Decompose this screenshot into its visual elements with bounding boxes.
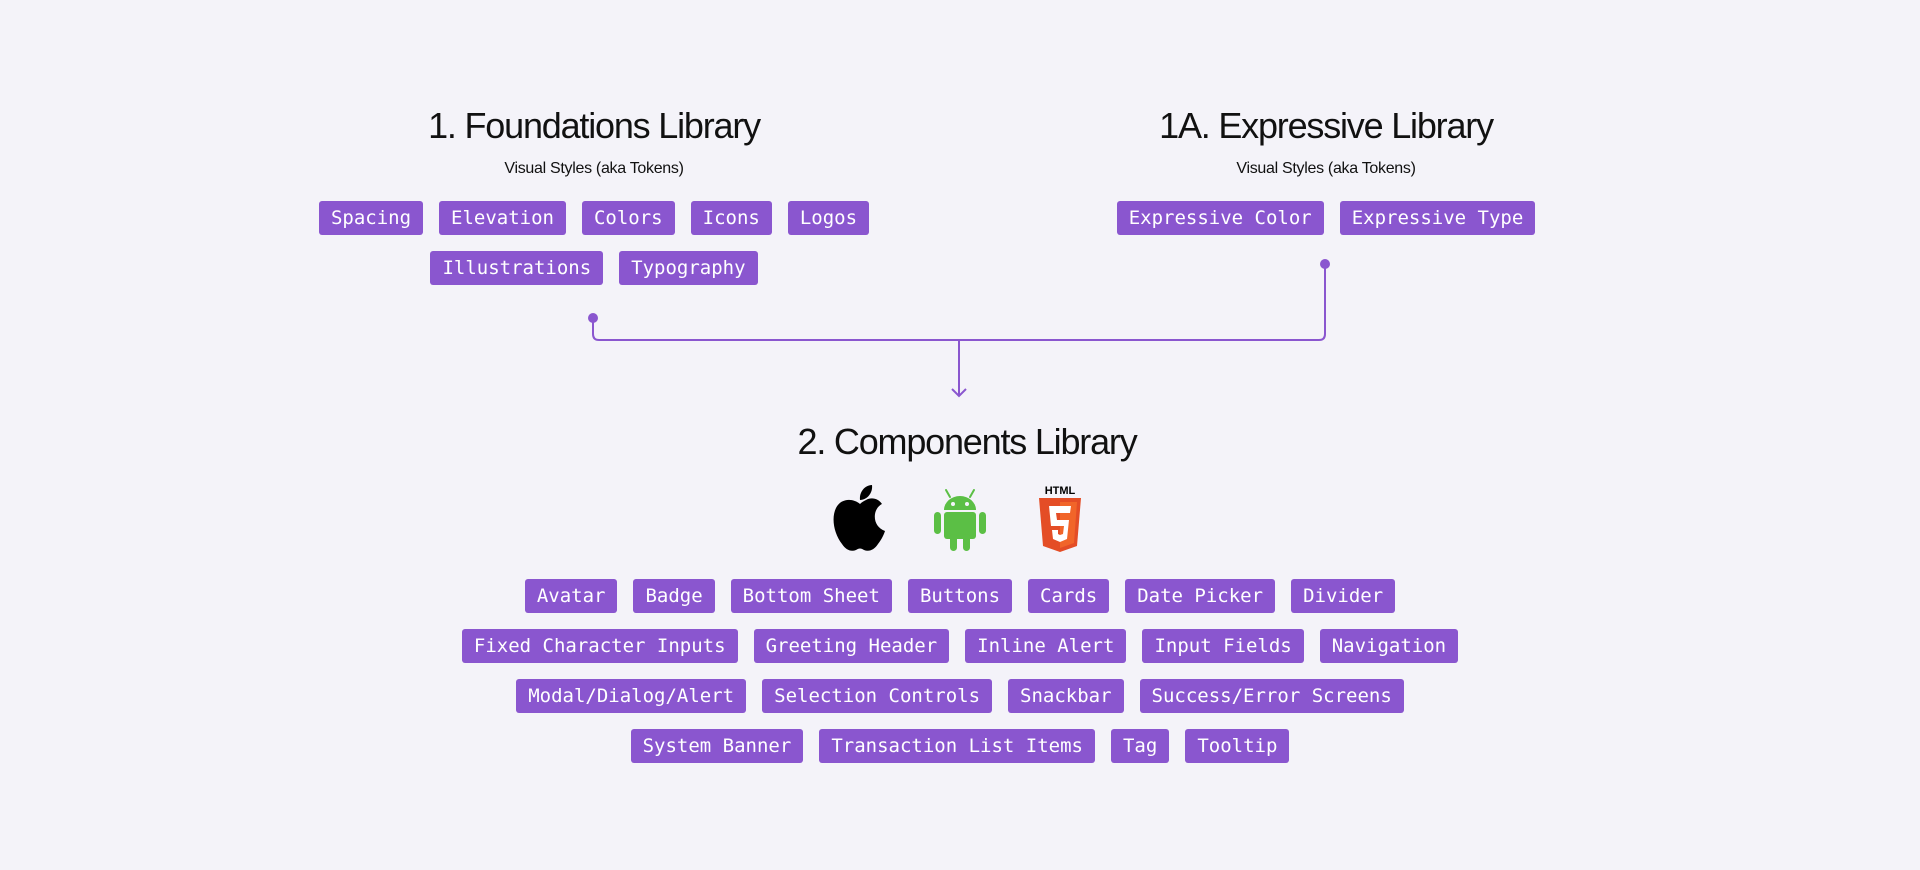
android-icon xyxy=(934,489,986,551)
expressive-title: 1A. Expressive Library xyxy=(1159,105,1494,146)
component-tag-modal-dialog-alert[interactable]: Modal/Dialog/Alert xyxy=(516,679,747,713)
component-tag-bottom-sheet[interactable]: Bottom Sheet xyxy=(730,579,892,613)
foundation-tag-colors[interactable]: Colors xyxy=(581,201,675,235)
component-tag-tag[interactable]: Tag xyxy=(1110,729,1170,763)
component-tag-inline-alert[interactable]: Inline Alert xyxy=(965,629,1127,663)
html5-icon: HTML xyxy=(1039,485,1081,552)
foundation-tag-spacing[interactable]: Spacing xyxy=(318,201,424,235)
foundation-tag-logos[interactable]: Logos xyxy=(787,201,870,235)
component-tag-cards[interactable]: Cards xyxy=(1028,579,1110,613)
foundation-tag-elevation[interactable]: Elevation xyxy=(439,201,566,235)
connector-line xyxy=(592,264,1326,341)
foundations-subtitle: Visual Styles (aka Tokens) xyxy=(504,160,684,177)
arrow-head-icon xyxy=(951,388,967,398)
apple-icon xyxy=(833,485,885,551)
platform-icons: HTML xyxy=(0,484,1920,554)
expressive-subtitle: Visual Styles (aka Tokens) xyxy=(1236,160,1416,177)
components-title: 2. Components Library xyxy=(797,421,1138,462)
component-tag-transaction-list-items[interactable]: Transaction List Items xyxy=(819,729,1095,763)
foundation-tag-illustrations[interactable]: Illustrations xyxy=(430,251,604,285)
connector-dot-expressive xyxy=(1320,259,1330,269)
component-tag-avatar[interactable]: Avatar xyxy=(524,579,618,613)
foundation-tag-icons[interactable]: Icons xyxy=(690,201,772,235)
component-tag-buttons[interactable]: Buttons xyxy=(907,579,1013,613)
component-tag-system-banner[interactable]: System Banner xyxy=(630,729,804,763)
component-tag-divider[interactable]: Divider xyxy=(1291,579,1396,613)
component-tag-fixed-character-inputs[interactable]: Fixed Character Inputs xyxy=(461,629,738,663)
component-tag-navigation[interactable]: Navigation xyxy=(1319,629,1459,663)
expressive-tag-type[interactable]: Expressive Type xyxy=(1339,201,1536,235)
component-tag-success-error-screens[interactable]: Success/Error Screens xyxy=(1139,679,1404,713)
component-tag-badge[interactable]: Badge xyxy=(633,579,715,613)
component-tag-tooltip[interactable]: Tooltip xyxy=(1185,729,1290,763)
component-tag-selection-controls[interactable]: Selection Controls xyxy=(762,679,993,713)
foundations-title: 1. Foundations Library xyxy=(428,105,761,146)
component-tag-greeting-header[interactable]: Greeting Header xyxy=(753,629,950,663)
component-tag-input-fields[interactable]: Input Fields xyxy=(1142,629,1304,663)
component-tag-date-picker[interactable]: Date Picker xyxy=(1125,579,1276,613)
html5-badge-text: HTML xyxy=(1045,485,1076,497)
expressive-tag-color[interactable]: Expressive Color xyxy=(1116,201,1324,235)
foundation-tag-typography[interactable]: Typography xyxy=(619,251,758,285)
component-tag-snackbar[interactable]: Snackbar xyxy=(1008,679,1124,713)
connector-dot-foundations xyxy=(588,313,598,323)
